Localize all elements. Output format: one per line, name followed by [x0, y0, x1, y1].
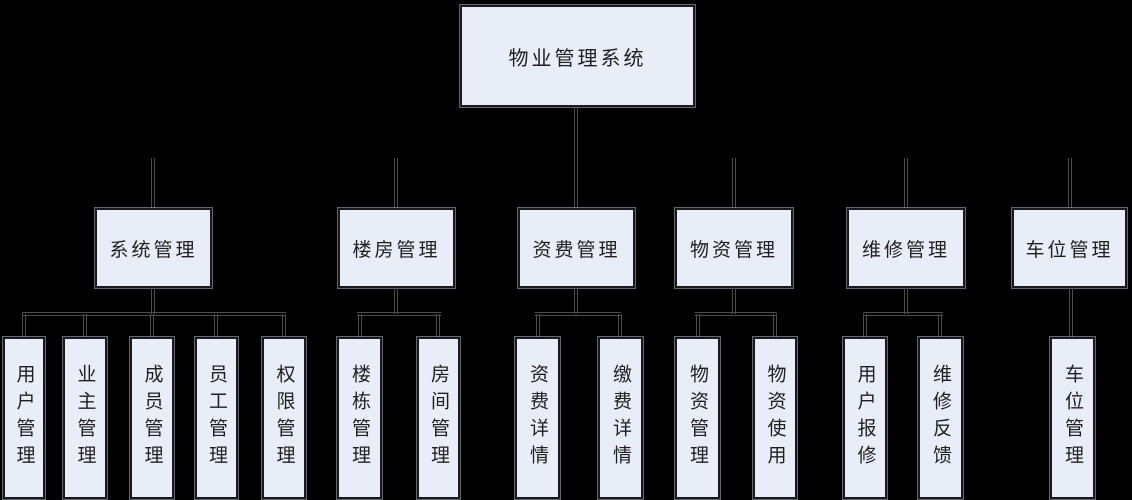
node-leaf-building-mgmt-label: 楼栋管理	[349, 364, 370, 472]
connector-branch-stub-3	[732, 158, 736, 208]
connector-branch-stub-0	[151, 158, 155, 208]
connector-g4-hbar	[863, 312, 943, 316]
connector-branch-stub-1	[394, 158, 398, 208]
connector-g2-hbar	[535, 312, 621, 316]
connector-g0-drop-0	[22, 314, 26, 338]
connector-g1-drop-0	[358, 314, 362, 338]
node-leaf-user-mgmt-label: 用户管理	[13, 364, 35, 472]
connector-g0-hbar	[22, 312, 286, 316]
node-leaf-payment-detail: 缴费详情	[598, 337, 643, 499]
node-leaf-permission-mgmt-label: 权限管理	[273, 364, 295, 472]
node-leaf-material-usage-label: 物资使用	[764, 364, 786, 472]
node-leaf-room-mgmt-label: 房间管理	[428, 364, 449, 472]
connector-g1-hbar	[357, 312, 441, 316]
connector-g0-drop-4	[282, 314, 286, 338]
node-leaf-fee-detail: 资费详情	[515, 337, 560, 499]
connector-g3-hbar	[695, 312, 777, 316]
node-leaf-room-mgmt: 房间管理	[417, 337, 460, 499]
node-leaf-repair-report: 用户报修	[843, 337, 887, 499]
node-branch-building: 楼房管理	[338, 208, 455, 288]
node-leaf-parking-mgmt-label: 车位管理	[1062, 364, 1083, 472]
node-leaf-parking-mgmt: 车位管理	[1050, 337, 1095, 499]
node-leaf-member-mgmt: 成员管理	[130, 337, 174, 499]
connector-branch-stub-4	[904, 158, 908, 208]
node-branch-system-label: 系统管理	[109, 239, 198, 261]
connector-g0-drop-3	[214, 314, 218, 338]
node-leaf-payment-detail-label: 缴费详情	[610, 364, 631, 472]
connector-g0-parent-drop	[151, 288, 155, 314]
node-branch-building-label: 楼房管理	[352, 239, 441, 261]
node-root: 物业管理系统	[460, 5, 695, 107]
node-leaf-building-mgmt: 楼栋管理	[337, 337, 382, 499]
node-leaf-material-mgmt-label: 物资管理	[687, 364, 708, 472]
node-leaf-fee-detail-label: 资费详情	[527, 364, 548, 472]
connector-root-drop	[574, 107, 578, 208]
connector-g4-drop-1	[938, 314, 942, 338]
node-leaf-member-mgmt-label: 成员管理	[141, 364, 163, 472]
connector-g2-drop-0	[536, 314, 540, 338]
node-branch-material-label: 物资管理	[689, 239, 778, 261]
connector-branch-stub-5	[1068, 158, 1072, 208]
node-branch-system: 系统管理	[95, 208, 212, 288]
node-branch-parking: 车位管理	[1012, 208, 1127, 288]
node-leaf-material-usage: 物资使用	[753, 337, 797, 499]
connector-g0-drop-1	[83, 314, 87, 338]
connector-g3-drop-0	[696, 314, 700, 338]
node-leaf-owner-mgmt: 业主管理	[63, 337, 107, 499]
connector-g2-drop-1	[618, 314, 622, 338]
connector-g4-drop-0	[863, 314, 867, 338]
node-leaf-repair-feedback-label: 维修反馈	[930, 364, 951, 472]
connector-g1-parent-drop	[394, 288, 398, 314]
node-branch-fee-label: 资费管理	[532, 239, 621, 261]
node-branch-repair: 维修管理	[847, 208, 965, 288]
node-branch-fee: 资费管理	[518, 208, 635, 288]
connector-g0-drop-2	[150, 314, 154, 338]
node-root-label: 物业管理系统	[508, 47, 647, 70]
node-branch-parking-label: 车位管理	[1025, 239, 1114, 261]
node-leaf-permission-mgmt: 权限管理	[262, 337, 306, 499]
node-leaf-repair-report-label: 用户报修	[854, 364, 876, 472]
node-leaf-staff-mgmt-label: 员工管理	[206, 364, 227, 472]
connector-g1-drop-1	[436, 314, 440, 338]
node-leaf-user-mgmt: 用户管理	[3, 337, 45, 499]
connector-g2-parent-drop	[574, 288, 578, 314]
connector-g5-parent-drop	[1069, 288, 1073, 338]
node-leaf-staff-mgmt: 员工管理	[195, 337, 238, 499]
node-leaf-owner-mgmt-label: 业主管理	[74, 364, 96, 472]
connector-g3-drop-1	[773, 314, 777, 338]
node-branch-material: 物资管理	[675, 208, 793, 288]
node-leaf-material-mgmt: 物资管理	[675, 337, 720, 499]
connector-g4-parent-drop	[904, 288, 908, 314]
node-leaf-repair-feedback: 维修反馈	[918, 337, 963, 499]
node-branch-repair-label: 维修管理	[861, 239, 950, 261]
connector-g3-parent-drop	[732, 288, 736, 314]
